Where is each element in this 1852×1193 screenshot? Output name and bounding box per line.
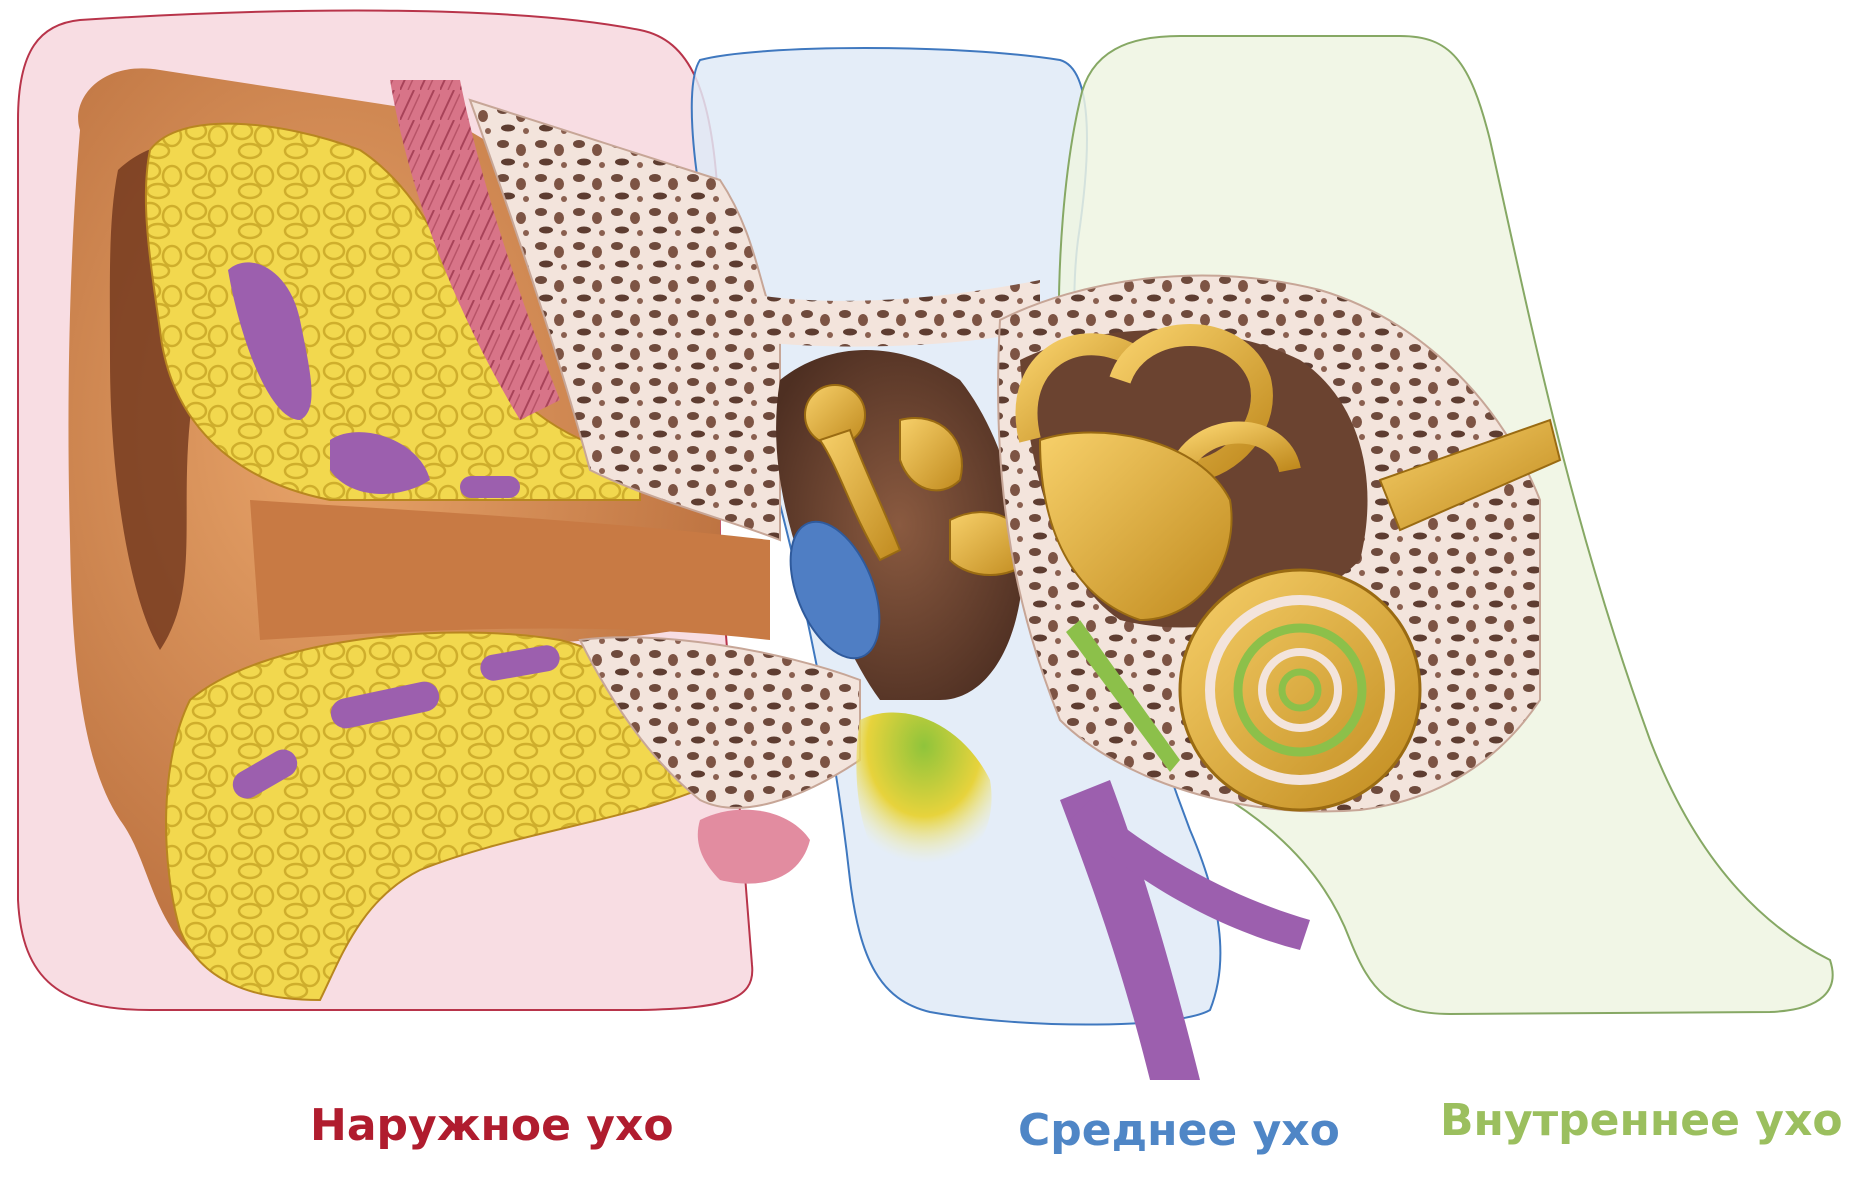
cochlea — [1180, 570, 1420, 810]
middle-ear-label: Среднее ухо — [1018, 1105, 1340, 1156]
gland-pink — [698, 810, 810, 884]
outer-ear-label: Наружное ухо — [310, 1100, 674, 1151]
inner-ear-label: Внутреннее ухо — [1440, 1095, 1843, 1146]
